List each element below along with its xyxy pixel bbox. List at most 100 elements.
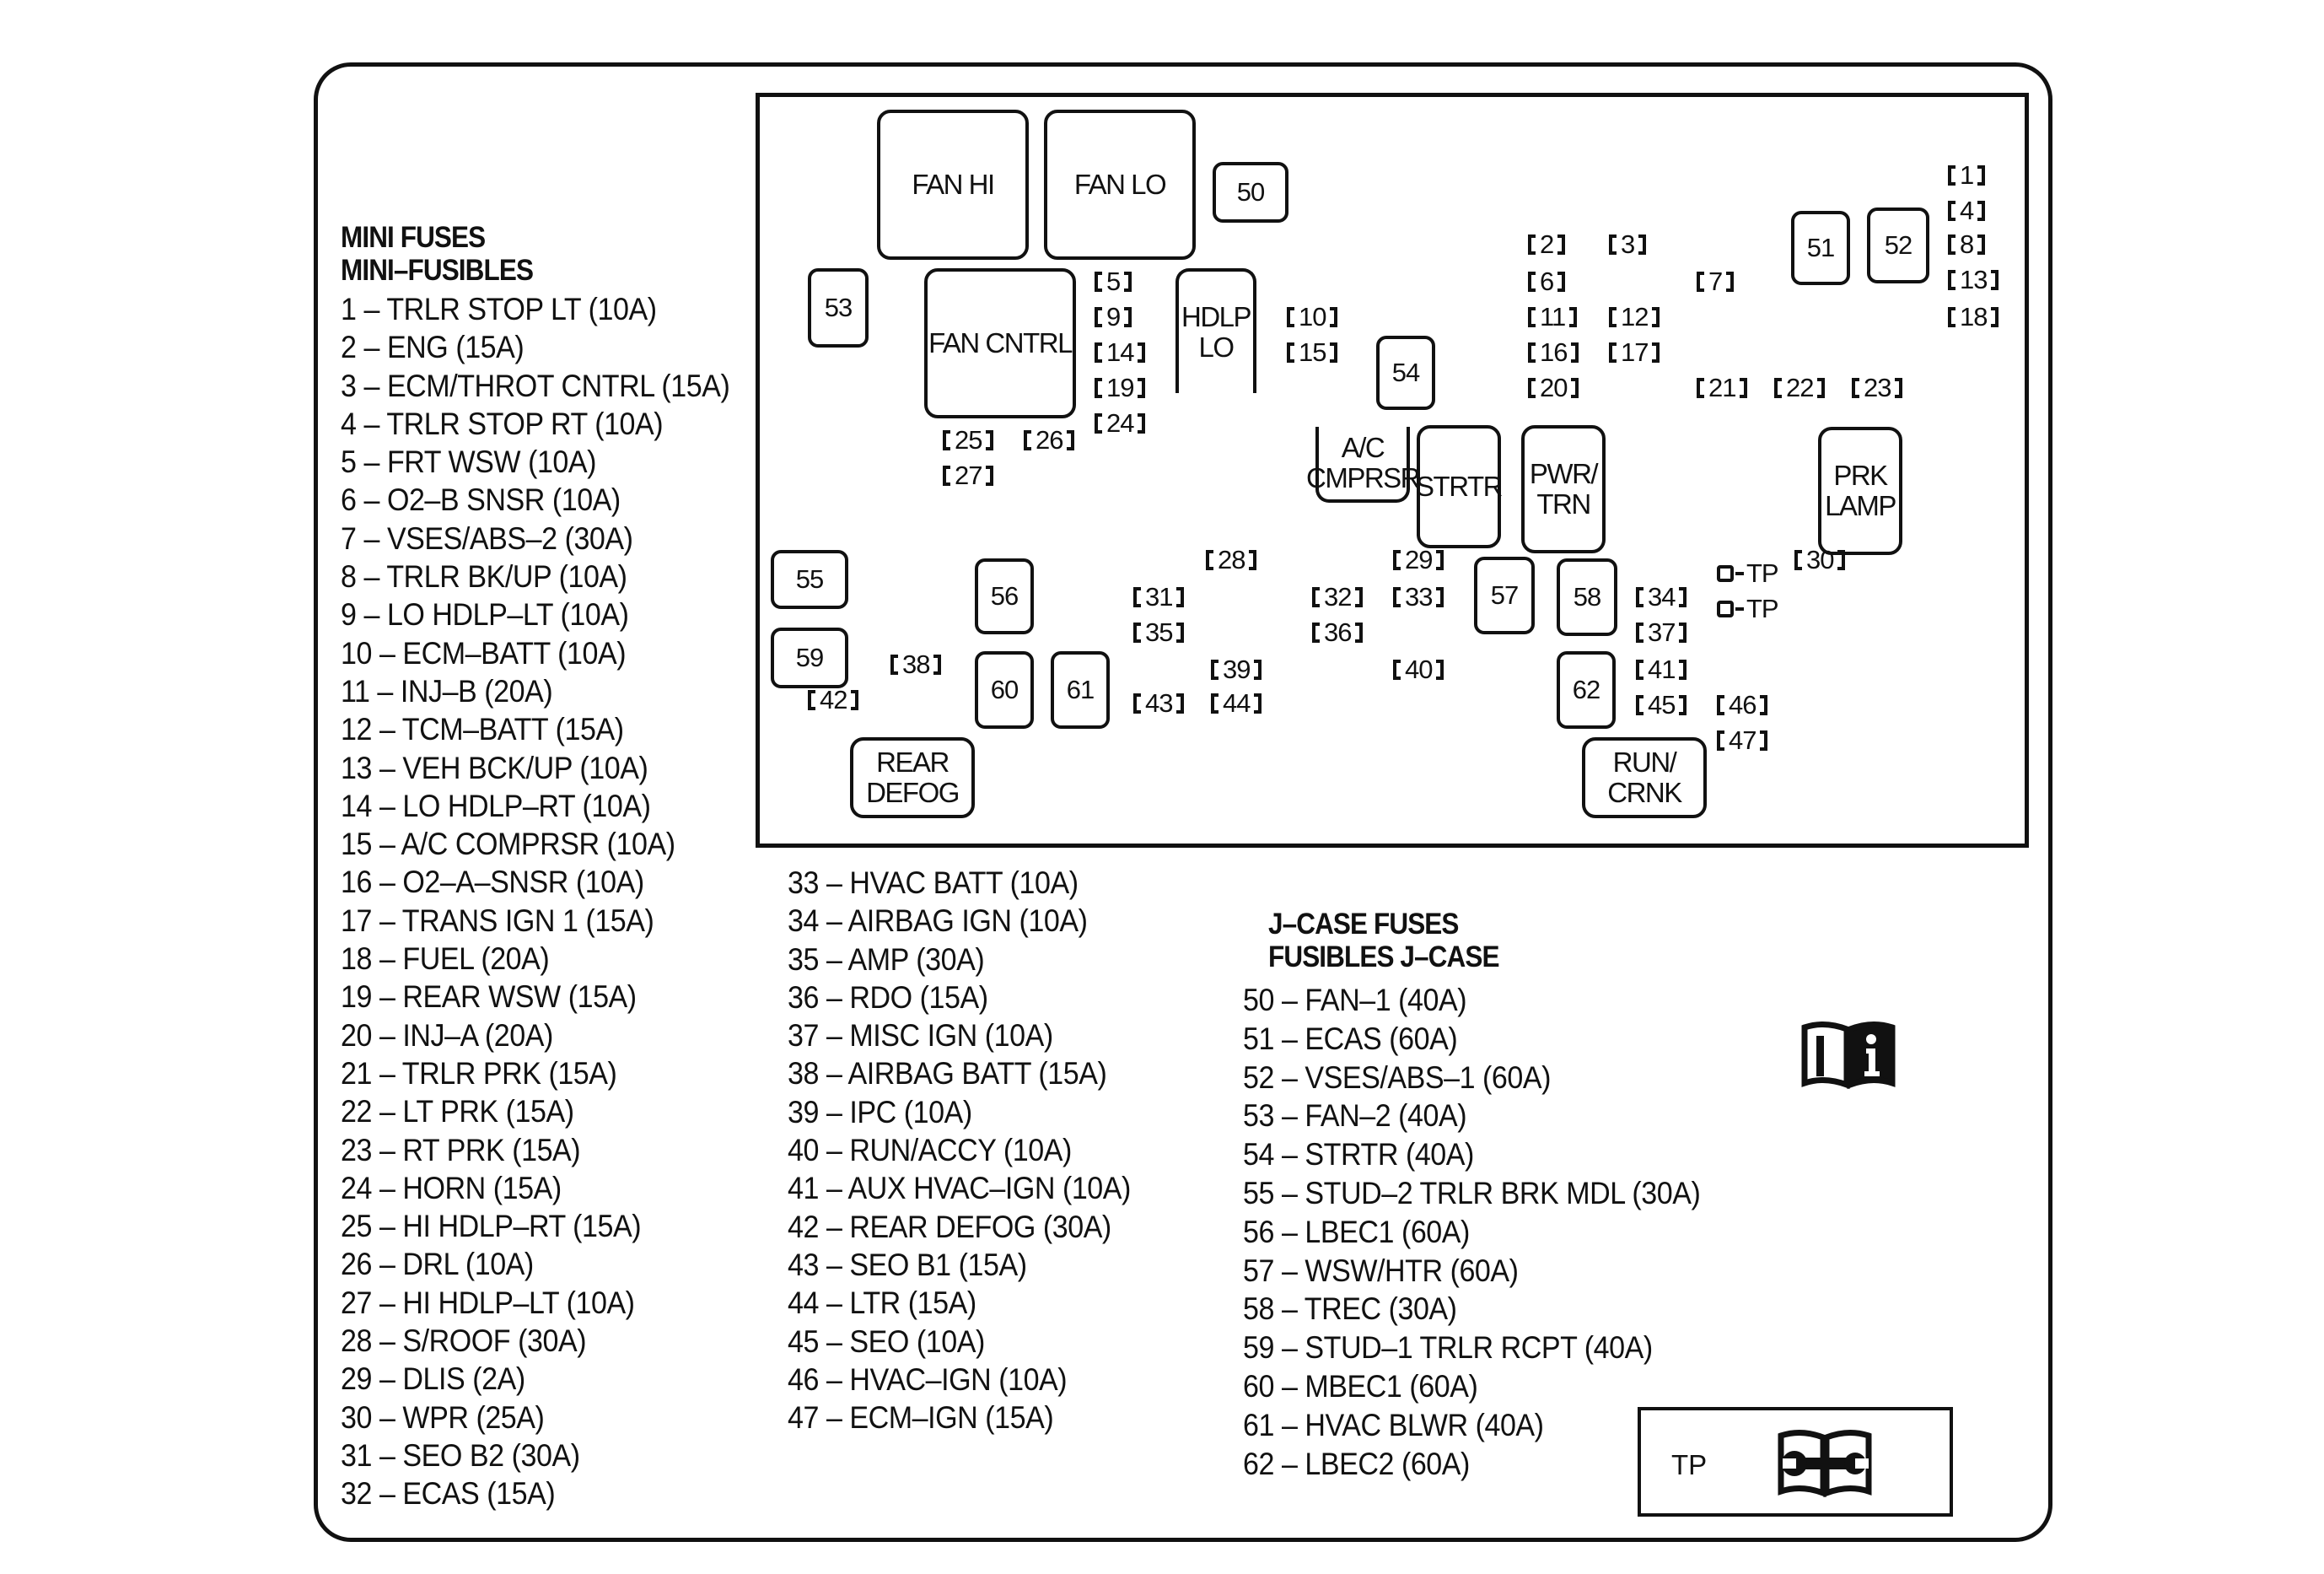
mini-fuse-8: 8 (1948, 229, 1986, 259)
mini-fuse-number: 23 (1864, 373, 1891, 402)
test-point-label: TP (1746, 558, 1779, 588)
mini-fuse-number: 8 (1960, 229, 1974, 259)
test-point-1: TP (1717, 558, 1779, 588)
jcase-fuses-heading: J–CASE FUSES FUSIBLES J–CASE (1268, 908, 1499, 973)
fuse-legend-entry: 51 – ECAS (60A) (1243, 1021, 1458, 1056)
fuse-legend-entry: 32 – ECAS (15A) (341, 1476, 556, 1512)
mini-fuse-38: 38 (890, 650, 942, 679)
fuse-legend-entry: 24 – HORN (15A) (341, 1170, 562, 1205)
fuse-legend-entry: 16 – O2–A–SNSR (10A) (341, 865, 644, 900)
fuse-legend-entry: 42 – REAR DEFOG (30A) (788, 1209, 1111, 1244)
mini-fuse-35: 35 (1133, 617, 1185, 647)
relay-strtr: STRTR (1416, 425, 1503, 548)
fuse-legend-entry: 61 – HVAC BLWR (40A) (1243, 1407, 1544, 1442)
mini-fuse-number: 1 (1960, 160, 1974, 190)
mini-fuse-32: 32 (1312, 584, 1364, 610)
mini-fuse-number: 13 (1960, 265, 1988, 294)
fuse-legend-entry: 26 – DRL (10A) (341, 1247, 534, 1282)
fuse-legend-entry: 58 – TREC (30A) (1243, 1291, 1457, 1327)
mini-fuse-44: 44 (1211, 688, 1262, 718)
jcase-fuse-56: 56 (975, 558, 1034, 634)
fuse-legend-column-3: 50 – FAN–1 (40A)51 – ECAS (60A)52 – VSES… (1243, 981, 1701, 1483)
mini-fuse-25: 25 (943, 427, 994, 453)
fuse-legend-entry: 57 – WSW/HTR (60A) (1243, 1253, 1519, 1288)
fuse-legend-entry: 17 – TRANS IGN 1 (15A) (341, 903, 654, 938)
test-point-2: TP (1717, 594, 1779, 623)
mini-fuse-31: 31 (1133, 582, 1185, 612)
service-manual-wrench-icon (1778, 1430, 1872, 1498)
relay-run-crnk: RUN/ CRNK (1582, 737, 1707, 818)
mini-fuse-number: 35 (1145, 617, 1173, 647)
fuse-legend-entry: 12 – TCM–BATT (15A) (341, 712, 624, 747)
relay-fan-hi: FAN HI (877, 110, 1029, 260)
fuse-legend-entry: 7 – VSES/ABS–2 (30A) (341, 520, 633, 556)
mini-fuse-number: 2 (1540, 229, 1554, 259)
mini-fuse-20: 20 (1528, 375, 1579, 401)
mini-fuse-number: 36 (1324, 617, 1352, 647)
mini-fuse-number: 45 (1648, 690, 1676, 720)
mini-fuse-19: 19 (1095, 375, 1146, 401)
mini-fuse-36: 36 (1312, 617, 1364, 647)
mini-fuse-number: 31 (1145, 582, 1173, 612)
mini-fuse-41: 41 (1636, 656, 1687, 682)
mini-fuse-43: 43 (1133, 688, 1185, 718)
jcase-fuse-59: 59 (771, 628, 848, 688)
relay-pwr-trn: PWR/ TRN (1521, 425, 1606, 553)
mini-fuse-4: 4 (1948, 197, 1986, 224)
fuse-legend-entry: 15 – A/C COMPRSR (10A) (341, 827, 675, 862)
fuse-legend-entry: 19 – REAR WSW (15A) (341, 979, 637, 1015)
mini-fuse-17: 17 (1609, 337, 1660, 367)
mini-fuse-7: 7 (1697, 268, 1735, 294)
fuse-legend-entry: 53 – FAN–2 (40A) (1243, 1098, 1467, 1134)
mini-fuse-number: 33 (1405, 582, 1433, 612)
fuse-legend-entry: 46 – HVAC–IGN (10A) (788, 1361, 1068, 1397)
test-point-box: TP (1638, 1407, 1953, 1517)
mini-fuse-22: 22 (1774, 375, 1826, 401)
mini-fuse-37: 37 (1636, 617, 1687, 647)
fuse-legend-entry: 54 – STRTR (40A) (1243, 1137, 1474, 1172)
mini-fuse-number: 6 (1540, 267, 1554, 296)
mini-fuse-number: 44 (1223, 688, 1251, 718)
fuse-legend-entry: 37 – MISC IGN (10A) (788, 1018, 1053, 1054)
mini-fuse-number: 47 (1729, 725, 1756, 755)
mini-fuse-number: 43 (1145, 688, 1173, 718)
fuse-legend-entry: 44 – LTR (15A) (788, 1286, 976, 1321)
fuse-legend-entry: 31 – SEO B2 (30A) (341, 1437, 580, 1473)
fuse-legend-entry: 56 – LBEC1 (60A) (1243, 1214, 1470, 1249)
mini-fuse-number: 37 (1648, 617, 1676, 647)
fuse-legend-entry: 35 – AMP (30A) (788, 941, 985, 977)
fuse-legend-entry: 60 – MBEC1 (60A) (1243, 1368, 1478, 1404)
jcase-fuse-51: 51 (1791, 211, 1850, 285)
mini-fuse-30: 30 (1794, 547, 1846, 573)
fuse-legend-entry: 23 – RT PRK (15A) (341, 1132, 581, 1167)
fuse-legend-entry: 22 – LT PRK (15A) (341, 1094, 574, 1129)
fuse-legend-entry: 36 – RDO (15A) (788, 979, 988, 1015)
mini-fuse-29: 29 (1393, 545, 1444, 574)
mini-fuse-number: 28 (1218, 545, 1245, 574)
mini-fuse-number: 15 (1299, 337, 1326, 367)
fuse-legend-entry: 50 – FAN–1 (40A) (1243, 983, 1467, 1017)
mini-fuse-number: 14 (1106, 337, 1134, 367)
mini-fuse-12: 12 (1609, 304, 1660, 330)
mini-fuse-number: 18 (1960, 302, 1988, 332)
fuse-legend-entry: 5 – FRT WSW (10A) (341, 445, 597, 480)
mini-fuse-number: 17 (1621, 337, 1649, 367)
fuse-legend-entry: 8 – TRLR BK/UP (10A) (341, 559, 627, 595)
jcase-fuse-62: 62 (1557, 651, 1616, 729)
mini-fuse-number: 29 (1405, 545, 1433, 574)
fuse-legend-column-1: 1 – TRLR STOP LT (10A)2 – ENG (15A)3 – E… (341, 290, 730, 1513)
mini-fuse-16: 16 (1528, 339, 1579, 365)
mini-fuse-number: 21 (1708, 373, 1736, 402)
jcase-fuse-61: 61 (1051, 651, 1110, 729)
mini-fuse-11: 11 (1528, 304, 1578, 330)
mini-fuse-number: 38 (902, 650, 930, 679)
fuse-legend-entry: 40 – RUN/ACCY (10A) (788, 1133, 1072, 1168)
fuse-legend-entry: 45 – SEO (10A) (788, 1323, 985, 1359)
jcase-fuse-54: 54 (1376, 336, 1435, 410)
fuse-legend-entry: 33 – HVAC BATT (10A) (788, 865, 1079, 900)
mini-fuse-number: 10 (1299, 302, 1326, 332)
fuse-legend-entry: 9 – LO HDLP–LT (10A) (341, 597, 629, 633)
fuse-legend-entry: 28 – S/ROOF (30A) (341, 1323, 587, 1359)
fuse-legend-entry: 41 – AUX HVAC–IGN (10A) (788, 1171, 1131, 1206)
fuse-legend-entry: 2 – ENG (15A) (341, 330, 525, 365)
